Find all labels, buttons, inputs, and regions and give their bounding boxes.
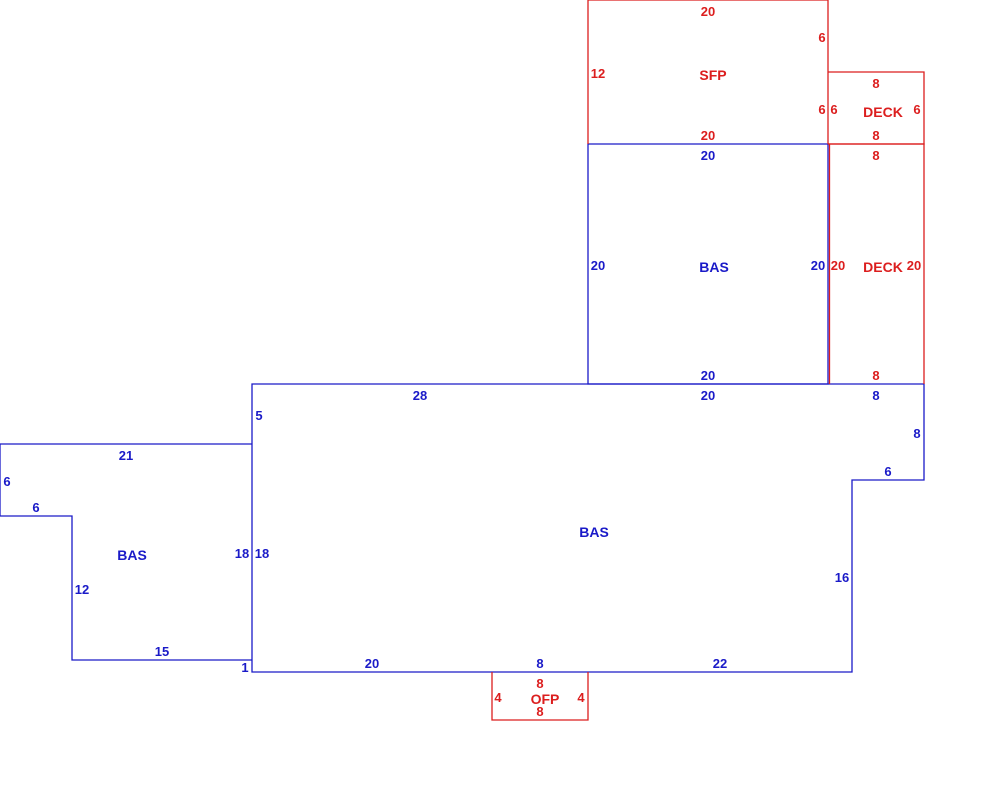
dim-sfp-top: 20 bbox=[701, 4, 715, 19]
dim-bas-upper-top: 20 bbox=[701, 148, 715, 163]
dim-deck-small-top: 8 bbox=[872, 76, 879, 91]
dim-main-top-right: 8 bbox=[872, 388, 879, 403]
dim-bas-upper-right: 20 bbox=[811, 258, 825, 273]
dim-left-outer: 6 bbox=[3, 474, 10, 489]
dim-left-inner: 12 bbox=[75, 582, 89, 597]
dim-deck-small-left: 6 bbox=[830, 102, 837, 117]
dim-left-step: 6 bbox=[32, 500, 39, 515]
dim-ofp-bottom: 8 bbox=[536, 704, 543, 719]
dim-main-left: 18 bbox=[255, 546, 269, 561]
dim-main-top-left: 28 bbox=[413, 388, 427, 403]
dim-sfp-right-bottom: 6 bbox=[818, 102, 825, 117]
dim-deck-large-right: 20 bbox=[907, 258, 921, 273]
dim-sfp-left: 12 bbox=[591, 66, 605, 81]
dim-bas-upper-left: 20 bbox=[591, 258, 605, 273]
dim-sfp-right-top: 6 bbox=[818, 30, 825, 45]
dim-bas-upper-bottom: 20 bbox=[701, 368, 715, 383]
area-label-bas-main: BAS bbox=[579, 524, 609, 540]
area-label-bas-left: BAS bbox=[117, 547, 147, 563]
dim-main-top-mid: 20 bbox=[701, 388, 715, 403]
dim-left-top: 21 bbox=[119, 448, 133, 463]
dim-main-right-upper: 8 bbox=[913, 426, 920, 441]
dim-ofp-top: 8 bbox=[536, 676, 543, 691]
dim-main-right-lower: 16 bbox=[835, 570, 849, 585]
dim-sfp-bottom: 20 bbox=[701, 128, 715, 143]
ofp-outline bbox=[491, 672, 589, 721]
dim-deck-small-bottom: 8 bbox=[872, 128, 879, 143]
dim-deck-large-left: 20 bbox=[831, 258, 845, 273]
area-label-deck-large: DECK bbox=[863, 259, 903, 275]
dim-main-notch: 6 bbox=[884, 464, 891, 479]
area-label-ofp: OFP bbox=[531, 691, 560, 707]
dim-main-left-step: 5 bbox=[255, 408, 262, 423]
dim-deck-large-bottom: 8 bbox=[872, 368, 879, 383]
area-label-deck-small: DECK bbox=[863, 104, 903, 120]
dim-ofp-left: 4 bbox=[494, 690, 502, 705]
area-label-sfp: SFP bbox=[699, 67, 726, 83]
deck-large-outline bbox=[828, 143, 925, 384]
dim-main-bottom-mid: 8 bbox=[536, 656, 543, 671]
dim-deck-large-top: 8 bbox=[872, 148, 879, 163]
dim-main-bottom-left: 20 bbox=[365, 656, 379, 671]
dim-deck-small-right: 6 bbox=[913, 102, 920, 117]
bas-left-outline bbox=[0, 443, 252, 661]
dim-left-right: 18 bbox=[235, 546, 249, 561]
dim-ofp-right: 4 bbox=[577, 690, 585, 705]
dim-main-bottom-step: 1 bbox=[241, 660, 248, 675]
dim-main-bottom-right: 22 bbox=[713, 656, 727, 671]
dim-left-bottom: 15 bbox=[155, 644, 169, 659]
area-label-bas-upper: BAS bbox=[699, 259, 729, 275]
